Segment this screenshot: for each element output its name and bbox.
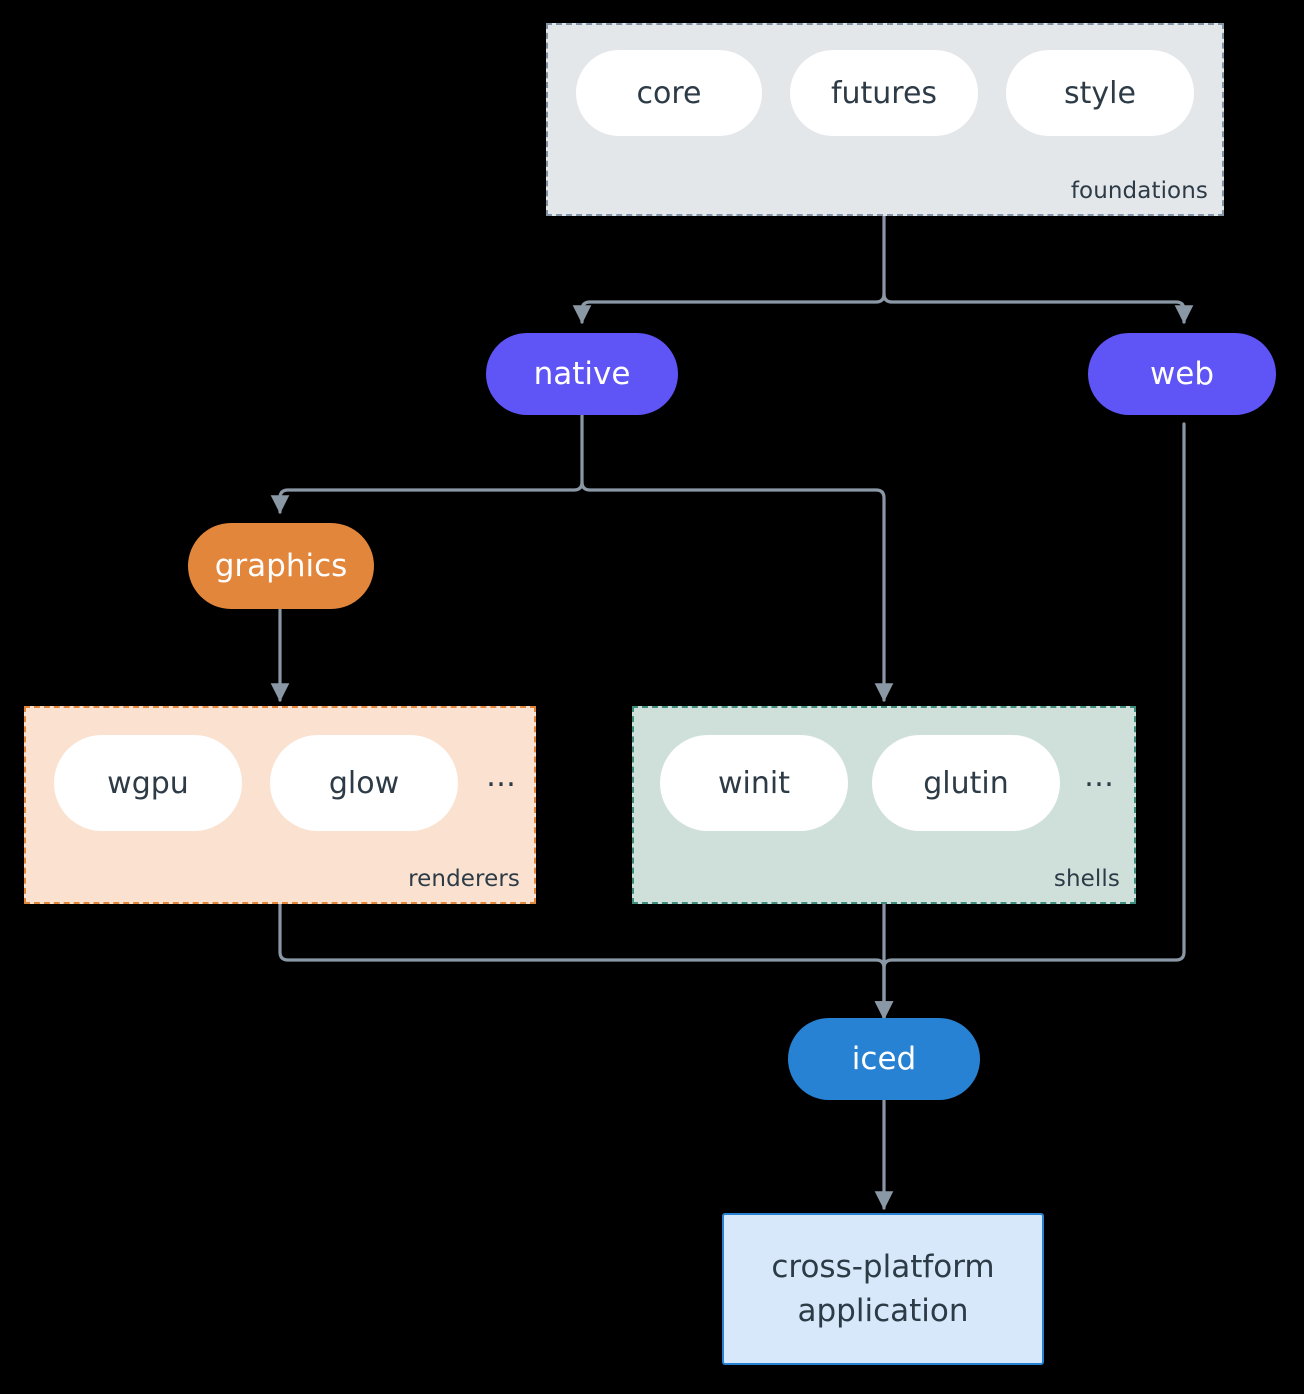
shells-overflow-ellipsis: … [1084,759,1114,794]
node-style[interactable]: style [1006,50,1194,136]
cluster-renderers: wgpu glow … renderers [24,706,536,904]
node-graphics[interactable]: graphics [188,523,374,609]
node-web-label: web [1149,356,1215,392]
node-winit[interactable]: winit [660,735,848,831]
edge-native-shells [580,480,894,702]
node-core-label: core [636,75,702,111]
cluster-foundations: core futures style foundations [546,23,1224,216]
node-native[interactable]: native [486,333,678,415]
node-futures[interactable]: futures [790,50,978,136]
node-winit-label: winit [718,765,790,801]
node-core[interactable]: core [576,50,762,136]
cluster-foundations-label: foundations [1070,178,1208,204]
edge-foundations-web [882,292,1194,324]
node-graphics-label: graphics [214,548,348,584]
node-iced[interactable]: iced [788,1018,980,1100]
edge-native-graphics [270,480,584,514]
node-style-label: style [1064,75,1136,111]
cluster-shells-label: shells [1053,866,1120,892]
cluster-renderers-label: renderers [408,866,520,892]
node-glow-label: glow [328,765,400,801]
node-native-label: native [533,356,631,392]
node-glutin[interactable]: glutin [872,735,1060,831]
node-glow[interactable]: glow [270,735,458,831]
node-iced-label: iced [851,1041,917,1077]
node-application-label-line1: cross-platform [771,1248,995,1285]
node-wgpu-label: wgpu [107,765,189,801]
cluster-shells: winit glutin … shells [632,706,1136,904]
node-futures-label: futures [830,75,938,111]
node-glutin-label: glutin [923,765,1009,801]
edge-renderers-iced [278,902,894,1020]
renderers-overflow-ellipsis: … [486,759,516,794]
node-application[interactable]: cross-platform application [722,1213,1044,1365]
node-application-label-line2: application [797,1293,969,1329]
node-wgpu[interactable]: wgpu [54,735,242,831]
node-web[interactable]: web [1088,333,1276,415]
edge-foundations-native [572,292,886,324]
